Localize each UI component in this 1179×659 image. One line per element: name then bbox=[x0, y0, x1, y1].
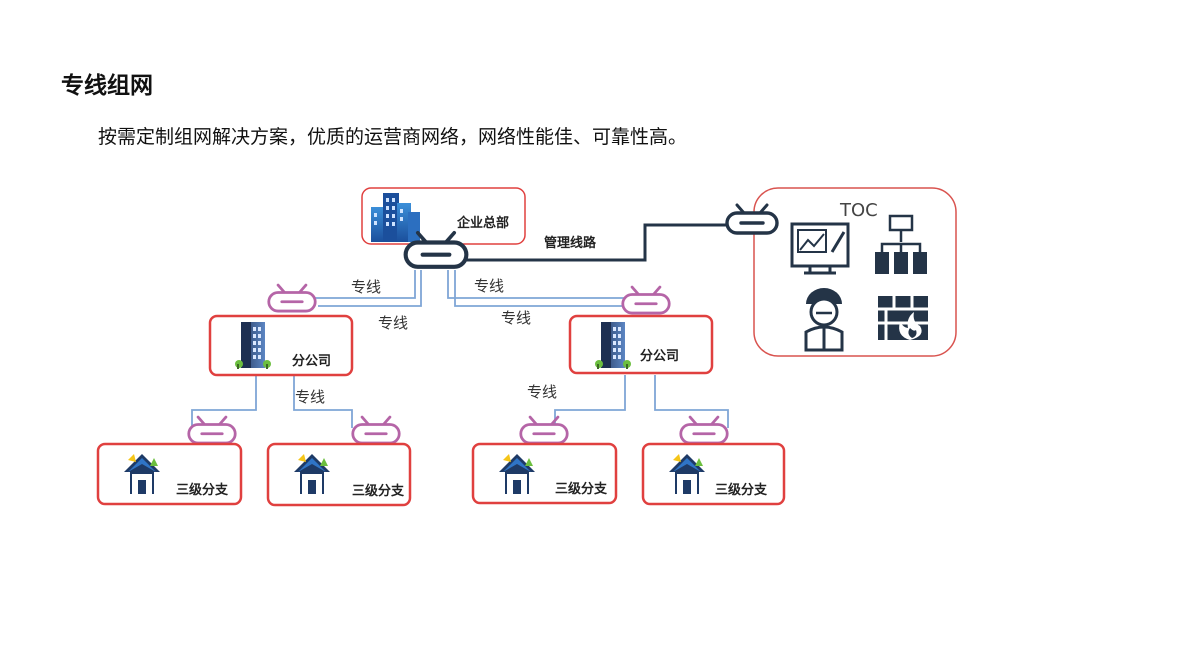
management-line bbox=[465, 223, 730, 262]
line-branch2-sub2 bbox=[654, 375, 729, 428]
branch1-router-icon bbox=[267, 283, 317, 313]
line-label-hq-branch2-bottom: 专线 bbox=[501, 309, 531, 327]
toc-label: TOC bbox=[839, 200, 878, 221]
sub-branch-node-3: 三级分支 bbox=[471, 442, 618, 505]
line-branch1-sub1 bbox=[191, 375, 257, 428]
firewall-icon bbox=[878, 296, 928, 340]
sub-branch-node-2: 三级分支 bbox=[266, 442, 412, 507]
line-branch1-sub2 bbox=[293, 375, 353, 428]
line-label-branch2-subs: 专线 bbox=[527, 383, 557, 401]
sub-branch-label-1: 三级分支 bbox=[176, 482, 229, 498]
sub-branch-label-3: 三级分支 bbox=[555, 481, 608, 497]
page-description: 按需定制组网解决方案，优质的运营商网络，网络性能佳、可靠性高。 bbox=[98, 126, 688, 148]
line-hq-branch2-b bbox=[454, 270, 632, 307]
hq-node: 企业总部 bbox=[361, 187, 526, 245]
line-label-hq-branch2-top: 专线 bbox=[474, 277, 504, 295]
line-hq-branch1-b bbox=[318, 270, 422, 307]
network-topology-icon bbox=[875, 214, 927, 274]
line-hq-branch1-a bbox=[310, 270, 416, 299]
hq-label: 企业总部 bbox=[456, 215, 509, 231]
page-title: 专线组网 bbox=[61, 73, 153, 99]
branch-node-2: 分公司 bbox=[568, 314, 714, 375]
line-branch2-sub1 bbox=[554, 375, 626, 428]
line-label-hq-branch1-bottom: 专线 bbox=[378, 314, 408, 332]
branch-label-1: 分公司 bbox=[292, 353, 331, 369]
management-line-label: 管理线路 bbox=[544, 235, 597, 251]
sub3-router-icon bbox=[519, 415, 569, 445]
branch-label-2: 分公司 bbox=[640, 348, 679, 364]
line-label-branch1-subs: 专线 bbox=[295, 388, 325, 406]
toc-node: TOC bbox=[753, 187, 957, 357]
branch-node-1: 分公司 bbox=[208, 314, 354, 377]
monitor-icon bbox=[790, 222, 850, 275]
line-label-hq-branch1-top: 专线 bbox=[351, 278, 381, 296]
sub1-router-icon bbox=[187, 415, 237, 445]
sub-branch-label-2: 三级分支 bbox=[352, 483, 405, 499]
connection-lines bbox=[191, 270, 729, 428]
sub4-router-icon bbox=[679, 415, 729, 445]
engineer-icon bbox=[804, 288, 844, 352]
sub-branch-node-4: 三级分支 bbox=[641, 442, 786, 506]
line-hq-branch2-a bbox=[447, 270, 625, 299]
sub-branch-node-1: 三级分支 bbox=[96, 442, 243, 506]
sub-branch-label-4: 三级分支 bbox=[715, 482, 768, 498]
sub2-router-icon bbox=[351, 415, 401, 445]
branch2-router-icon bbox=[621, 285, 671, 315]
